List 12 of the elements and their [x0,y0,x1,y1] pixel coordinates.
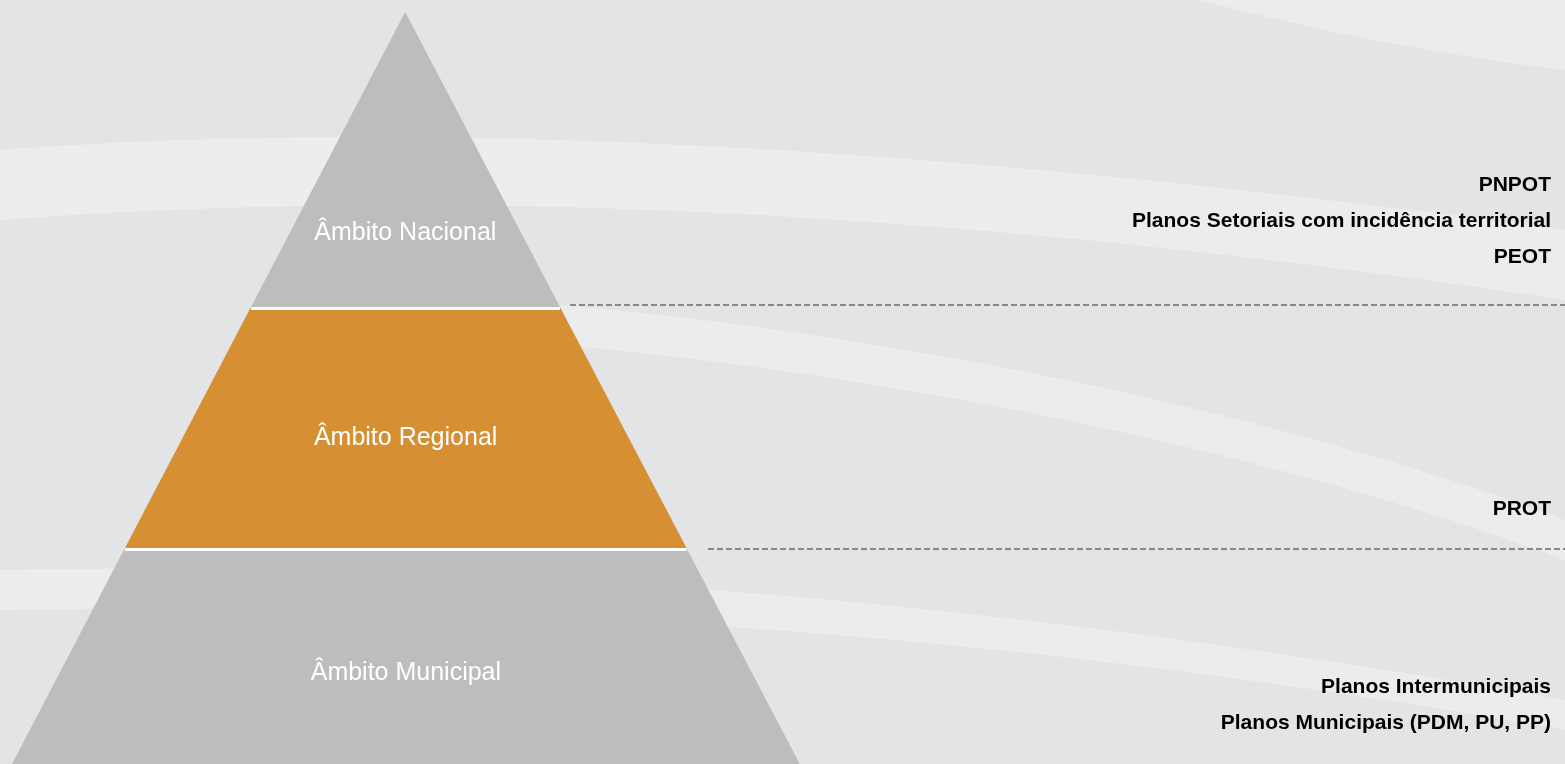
band-label: Âmbito Regional [312,422,499,451]
plan-label: Planos Municipais (PDM, PU, PP) [1220,710,1551,734]
plan-label: PROT [1492,496,1551,520]
plan-label: PNPOT [1478,172,1551,196]
band-label: Âmbito Nacional [313,217,498,246]
band-label: Âmbito Municipal [309,657,503,686]
pyramid-middle-band [124,307,687,548]
plan-label: Planos Intermunicipais [1321,674,1551,698]
pyramid-bottom-band [12,548,800,764]
plan-label: PEOT [1493,244,1551,268]
plan-label: Planos Setoriais com incidência territorial [1132,208,1551,232]
pyramid-top-band [250,12,560,307]
